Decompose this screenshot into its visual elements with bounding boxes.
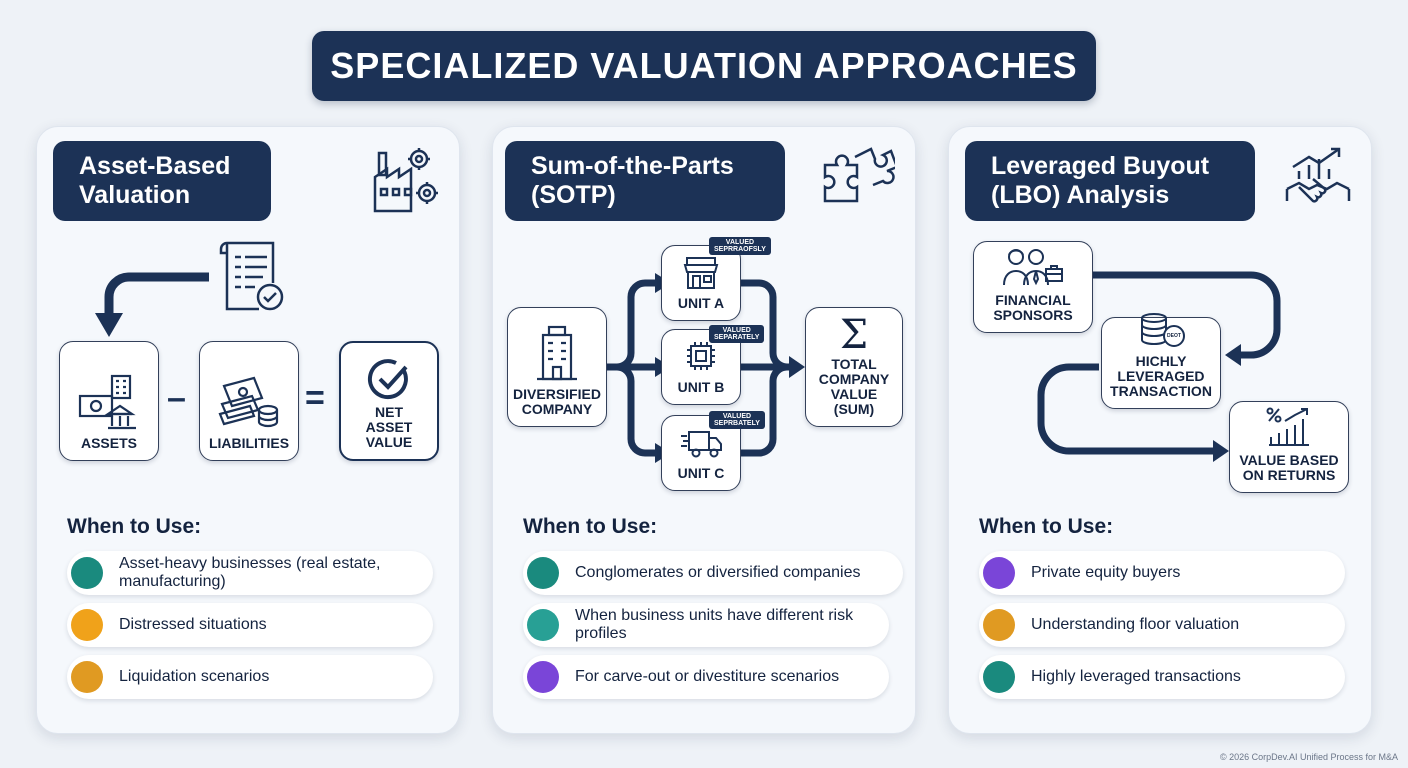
- unit-a-box: UNIT A: [661, 245, 741, 321]
- cash-stack-icon: [218, 376, 279, 428]
- bullet-dot: [527, 557, 559, 589]
- list-item: Highly leveraged transactions: [979, 655, 1345, 699]
- checklist-document-icon: [219, 241, 284, 311]
- handshake-growth-icon: [1285, 147, 1351, 203]
- list-item: For carve-out or divestiture scenarios: [523, 655, 889, 699]
- panel-lbo: Leveraged Buyout (LBO) Analysis FINANCIA…: [948, 126, 1372, 734]
- copyright-notice: © 2026 CorpDev.AI Unified Process for M&…: [1219, 752, 1398, 762]
- use-case-list: Asset-heavy businesses (real estate, man…: [67, 551, 433, 707]
- sigma-icon: Σ: [839, 312, 869, 358]
- liabilities-box: LIABILITIES: [199, 341, 299, 461]
- diversified-company-box: DIVERSIFIED COMPANY: [507, 307, 607, 427]
- when-to-use-heading: When to Use:: [523, 515, 658, 538]
- debt-label: DEOT: [1167, 333, 1181, 339]
- valued-separately-tag: VALUED SEPRBATELY: [709, 411, 765, 429]
- bullet-dot: [527, 661, 559, 693]
- bullet-dot: [983, 557, 1015, 589]
- assets-box: ASSETS: [59, 341, 159, 461]
- total-company-value-box: Σ TOTAL COMPANY VALUE (SUM): [805, 307, 903, 427]
- list-item: Liquidation scenarios: [67, 655, 433, 699]
- list-item: Distressed situations: [67, 603, 433, 647]
- list-item: Asset-heavy businesses (real estate, man…: [67, 551, 433, 595]
- panel-asset-based: Asset-Based Valuation ASSETS –: [36, 126, 460, 734]
- valued-separately-tag: VALUED SEPRRAOFSLY: [709, 237, 771, 255]
- bullet-dot: [71, 661, 103, 693]
- panel-title: Asset-Based Valuation: [53, 141, 271, 221]
- money-bank-icon: [78, 374, 136, 430]
- highly-leveraged-transaction-box: DEOT HICHLY LEVERAGED TRANSACTION: [1101, 313, 1221, 409]
- delivery-truck-icon: [681, 431, 722, 458]
- bullet-dot: [527, 609, 559, 641]
- minus-sign: –: [167, 379, 186, 417]
- when-to-use-heading: When to Use:: [67, 515, 202, 538]
- coin-stack-icon: DEOT: [1136, 312, 1186, 348]
- value-based-on-returns-box: VALUE BASED ON RETURNS: [1229, 401, 1349, 493]
- storefront-icon: [683, 257, 719, 289]
- valued-separately-tag: VALUED SEPARATELY: [709, 325, 765, 343]
- bullet-dot: [983, 661, 1015, 693]
- list-item: When business units have different risk …: [523, 603, 889, 647]
- factory-gear-icon: [373, 148, 438, 213]
- financial-sponsors-box: FINANCIAL SPONSORS: [973, 241, 1093, 333]
- panel-sotp: Sum-of-the-Parts (SOTP) DIVERSIFIED COMP…: [492, 126, 916, 734]
- bullet-dot: [71, 609, 103, 641]
- list-item: Conglomerates or diversified companies: [523, 551, 903, 595]
- check-circle-icon: [367, 359, 408, 400]
- use-case-list: Conglomerates or diversified companies W…: [523, 551, 903, 707]
- equals-sign: =: [305, 379, 325, 417]
- building-icon: [537, 325, 577, 381]
- panel-title: Sum-of-the-Parts (SOTP): [505, 141, 785, 221]
- bullet-dot: [71, 557, 103, 589]
- when-to-use-heading: When to Use:: [979, 515, 1114, 538]
- net-asset-value-box: NET ASSET VALUE: [339, 341, 439, 461]
- growth-chart-icon: [1266, 407, 1309, 446]
- people-briefcase-icon: [1003, 249, 1063, 286]
- list-item: Understanding floor valuation: [979, 603, 1345, 647]
- use-case-list: Private equity buyers Understanding floo…: [979, 551, 1345, 707]
- chip-icon: [687, 342, 715, 370]
- list-item: Private equity buyers: [979, 551, 1345, 595]
- puzzle-icon: [823, 147, 895, 203]
- bullet-dot: [983, 609, 1015, 641]
- main-title: SPECIALIZED VALUATION APPROACHES: [312, 31, 1096, 101]
- panel-title: Leveraged Buyout (LBO) Analysis: [965, 141, 1255, 221]
